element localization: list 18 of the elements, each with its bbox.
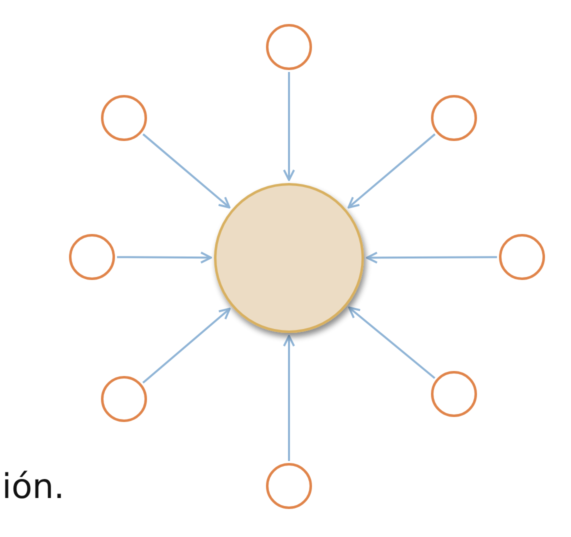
- arrow: [348, 306, 436, 379]
- arrow: [142, 308, 231, 384]
- circle-node: [101, 376, 147, 422]
- arrow: [283, 72, 295, 181]
- arrow: [142, 133, 230, 208]
- circle-node: [266, 24, 312, 70]
- circle-node: [69, 234, 115, 280]
- caption-text: ión.: [2, 470, 65, 504]
- circle-node: [431, 371, 477, 417]
- arrow: [117, 252, 212, 264]
- circle-node: [266, 463, 312, 509]
- arrow: [348, 133, 436, 208]
- circle-node: [431, 95, 477, 141]
- arrow: [283, 335, 295, 461]
- circle-node: [499, 234, 545, 280]
- circle-node: [101, 95, 147, 141]
- arrow: [366, 252, 497, 264]
- circle-node: [214, 183, 364, 333]
